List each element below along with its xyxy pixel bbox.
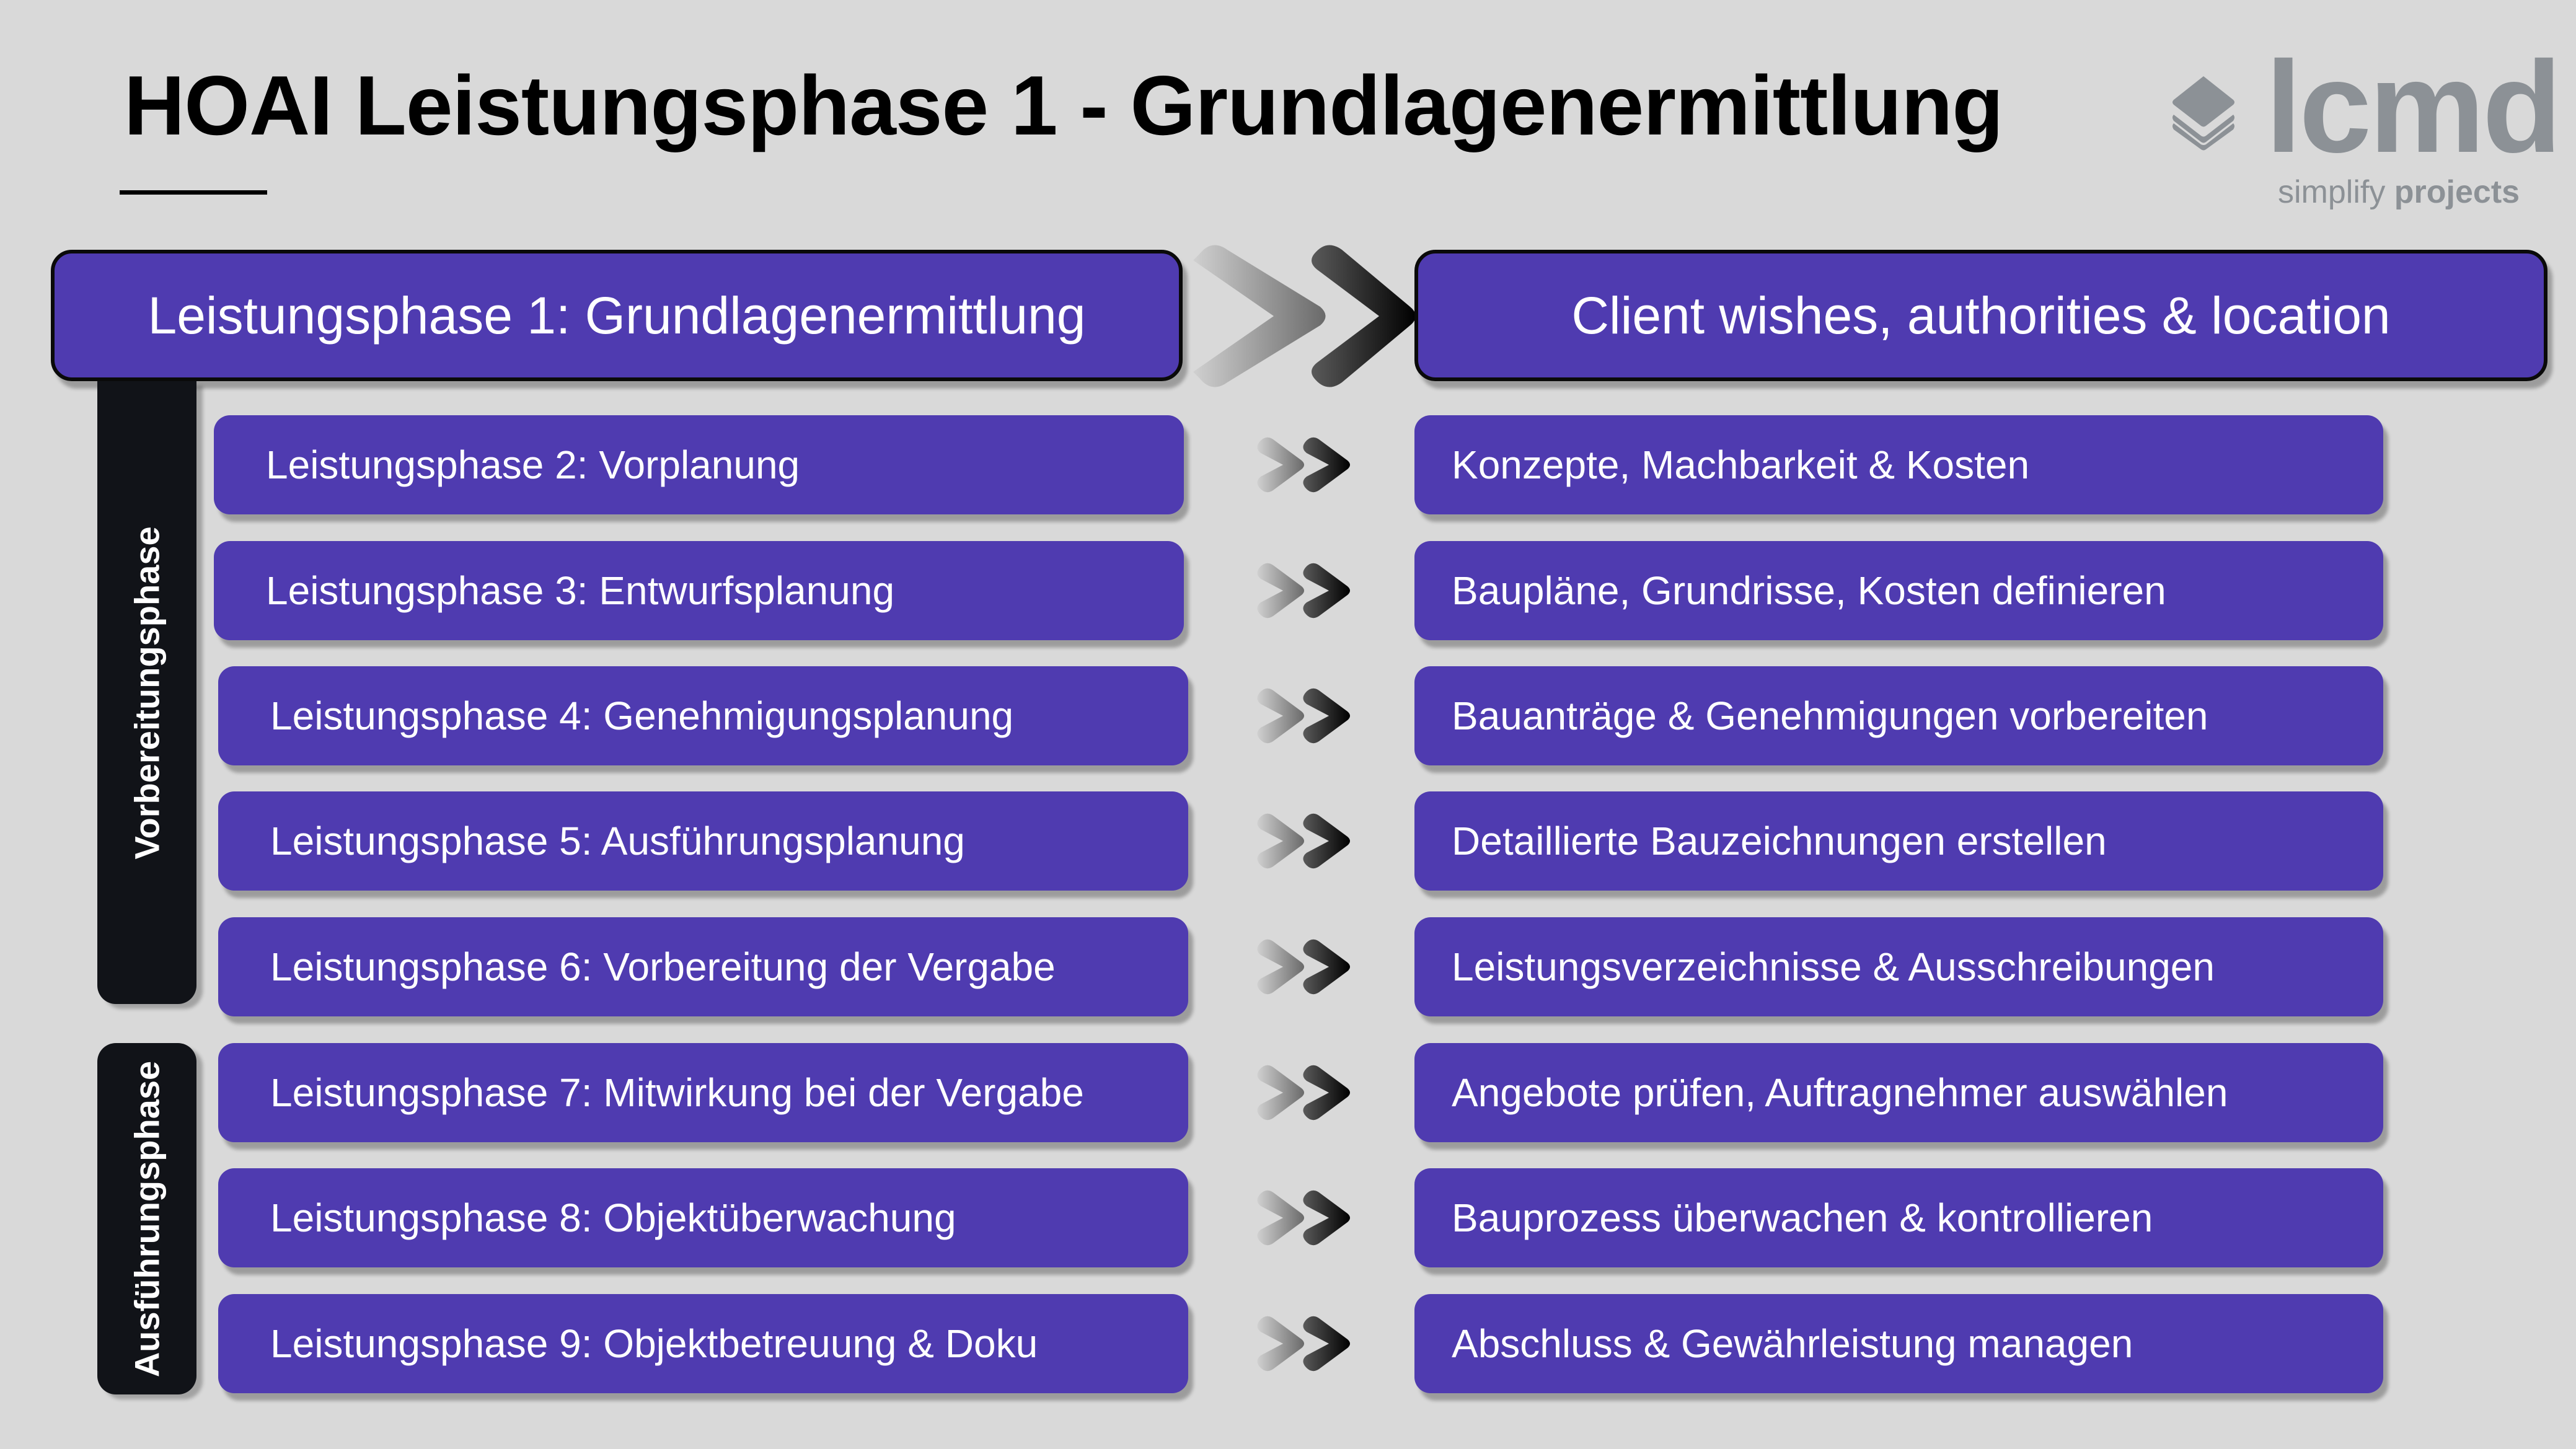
phase-1-description: Client wishes, authorities & location bbox=[1571, 286, 2391, 345]
double-chevron-right-icon bbox=[1257, 437, 1350, 493]
description-label: Abschluss & Gewährleistung managen bbox=[1452, 1321, 2133, 1366]
phase-box: Leistungsphase 4: Genehmigungsplanung bbox=[218, 666, 1188, 765]
double-chevron-right-icon bbox=[1257, 939, 1350, 995]
phase-box: Leistungsphase 3: Entwurfsplanung bbox=[214, 541, 1184, 640]
phase-label: Leistungsphase 4: Genehmigungsplanung bbox=[270, 694, 1014, 738]
double-chevron-right-icon bbox=[1193, 245, 1416, 387]
double-chevron-right-icon bbox=[1257, 688, 1350, 744]
description-box: Leistungsverzeichnisse & Ausschreibungen bbox=[1414, 917, 2383, 1016]
description-box: Bauprozess überwachen & kontrollieren bbox=[1414, 1168, 2383, 1267]
description-label: Bauprozess überwachen & kontrollieren bbox=[1452, 1196, 2153, 1240]
phase-group-label: Ausführungsphase bbox=[127, 1060, 167, 1377]
phase-label: Leistungsphase 3: Entwurfsplanung bbox=[266, 568, 895, 613]
phase-box: Leistungsphase 5: Ausführungsplanung bbox=[218, 791, 1188, 891]
logo: lcmd simplify projects bbox=[2166, 42, 2562, 217]
double-chevron-right-icon bbox=[1257, 563, 1350, 619]
description-label: Angebote prüfen, Auftragnehmer auswählen bbox=[1452, 1070, 2228, 1115]
phase-group-label: Vorbereitungsphase bbox=[127, 526, 167, 860]
phase-1-description-box: Client wishes, authorities & location bbox=[1414, 250, 2547, 381]
description-label: Detaillierte Bauzeichnungen erstellen bbox=[1452, 819, 2107, 863]
phase-group-vorbereitung: Vorbereitungsphase bbox=[97, 381, 196, 1004]
description-box: Abschluss & Gewährleistung managen bbox=[1414, 1294, 2383, 1393]
double-chevron-right-icon bbox=[1257, 1190, 1350, 1246]
logo-tagline: simplify projects bbox=[2278, 174, 2520, 210]
phase-label: Leistungsphase 7: Mitwirkung bei der Ver… bbox=[270, 1070, 1084, 1115]
description-label: Konzepte, Machbarkeit & Kosten bbox=[1452, 443, 2030, 487]
phase-1-box: Leistungsphase 1: Grundlagenermittlung bbox=[51, 250, 1183, 381]
phase-box: Leistungsphase 9: Objektbetreuung & Doku bbox=[218, 1294, 1188, 1393]
description-box: Angebote prüfen, Auftragnehmer auswählen bbox=[1414, 1043, 2383, 1142]
description-label: Leistungsverzeichnisse & Ausschreibungen bbox=[1452, 945, 2215, 989]
phase-box: Leistungsphase 2: Vorplanung bbox=[214, 415, 1184, 514]
phase-label: Leistungsphase 9: Objektbetreuung & Doku bbox=[270, 1321, 1038, 1366]
stacked-layers-icon bbox=[2172, 76, 2234, 151]
description-label: Baupläne, Grundrisse, Kosten definieren bbox=[1452, 568, 2166, 613]
description-label: Bauanträge & Genehmigungen vorbereiten bbox=[1452, 694, 2208, 738]
description-box: Konzepte, Machbarkeit & Kosten bbox=[1414, 415, 2383, 514]
phase-label: Leistungsphase 8: Objektüberwachung bbox=[270, 1196, 956, 1240]
phase-box: Leistungsphase 7: Mitwirkung bei der Ver… bbox=[218, 1043, 1188, 1142]
title-underline bbox=[120, 190, 267, 195]
phase-label: Leistungsphase 6: Vorbereitung der Verga… bbox=[270, 945, 1056, 989]
phase-box: Leistungsphase 8: Objektüberwachung bbox=[218, 1168, 1188, 1267]
phase-group-ausfuehrung: Ausführungsphase bbox=[97, 1043, 196, 1394]
phase-label: Leistungsphase 2: Vorplanung bbox=[266, 443, 800, 487]
double-chevron-right-icon bbox=[1257, 1316, 1350, 1372]
description-box: Bauanträge & Genehmigungen vorbereiten bbox=[1414, 666, 2383, 765]
double-chevron-right-icon bbox=[1257, 813, 1350, 869]
description-box: Detaillierte Bauzeichnungen erstellen bbox=[1414, 791, 2383, 891]
phase-label: Leistungsphase 5: Ausführungsplanung bbox=[270, 819, 965, 863]
description-box: Baupläne, Grundrisse, Kosten definieren bbox=[1414, 541, 2383, 640]
logo-wordmark: lcmd bbox=[2265, 34, 2562, 180]
page-title: HOAI Leistungsphase 1 - Grundlagenermitt… bbox=[124, 58, 2003, 152]
double-chevron-right-icon bbox=[1257, 1065, 1350, 1121]
phase-box: Leistungsphase 6: Vorbereitung der Verga… bbox=[218, 917, 1188, 1016]
phase-1-label: Leistungsphase 1: Grundlagenermittlung bbox=[148, 286, 1086, 345]
